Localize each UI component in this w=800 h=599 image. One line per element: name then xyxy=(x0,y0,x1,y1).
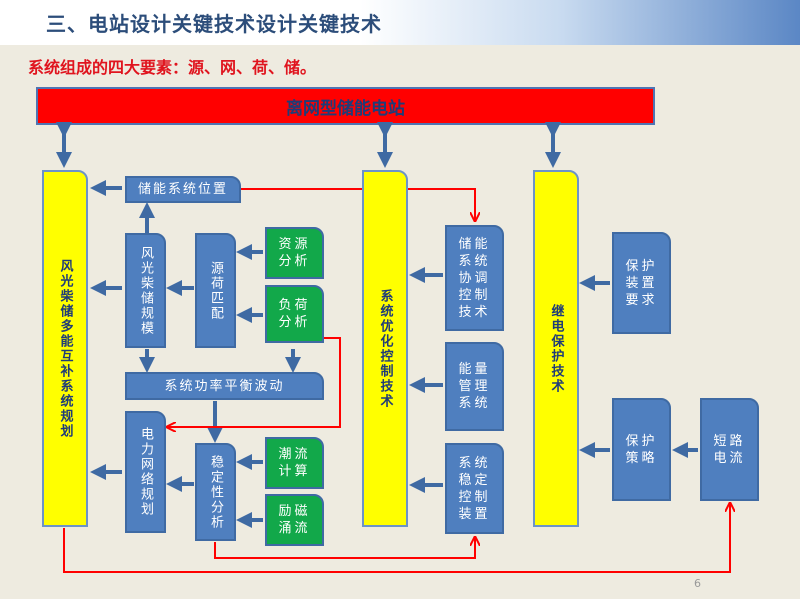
title-bar xyxy=(0,0,800,45)
label: 保护策略 xyxy=(625,433,658,466)
box-storage-location: 储能系统位置 xyxy=(125,176,241,203)
box-protection-requirements: 保护装置要求 xyxy=(612,232,671,334)
page-number: 6 xyxy=(694,577,701,590)
banner-station: 离网型储能电站 xyxy=(36,87,655,125)
box-coordinated-control: 储能系统协调控制技术 xyxy=(445,225,504,331)
label: 短路电流 xyxy=(713,433,746,466)
box-stability-device: 系统稳定控制装置 xyxy=(445,443,504,534)
label: 励磁涌流 xyxy=(278,504,311,536)
box-source-load-matching: 源荷匹配 xyxy=(195,233,236,348)
label: 潮流计算 xyxy=(278,447,311,479)
box-resource-analysis: 资源分析 xyxy=(265,227,324,279)
column-optimization-control: 系统优化控制技术 xyxy=(362,170,408,527)
column-relay-protection: 继电保护技术 xyxy=(533,170,579,527)
box-load-analysis: 负荷分析 xyxy=(265,285,324,343)
label: 系统稳定控制装置 xyxy=(458,455,491,522)
box-protection-strategy: 保护策略 xyxy=(612,398,671,501)
box-power-flow: 潮流计算 xyxy=(265,437,324,489)
box-capacity-scale: 风光柴储规模 xyxy=(125,233,166,348)
column-system-planning: 风光柴储多能互补系统规划 xyxy=(42,170,88,527)
box-inrush-current: 励磁涌流 xyxy=(265,494,324,546)
label: 能量管理系统 xyxy=(458,362,491,411)
box-short-circuit-current: 短路电流 xyxy=(700,398,759,501)
label: 负荷分析 xyxy=(278,298,311,330)
label: 保护装置要求 xyxy=(625,258,658,308)
box-grid-planning: 电力网络规划 xyxy=(125,411,166,533)
label: 储能系统协调控制技术 xyxy=(458,236,491,320)
box-power-balance: 系统功率平衡波动 xyxy=(125,372,324,400)
slide-title: 三、电站设计关键技术设计关键技术 xyxy=(46,12,382,36)
box-energy-management: 能量管理系统 xyxy=(445,342,504,431)
subtitle: 系统组成的四大要素：源、网、荷、储。 xyxy=(28,58,317,77)
box-stability-analysis: 稳定性分析 xyxy=(195,443,236,541)
label: 资源分析 xyxy=(278,237,311,269)
